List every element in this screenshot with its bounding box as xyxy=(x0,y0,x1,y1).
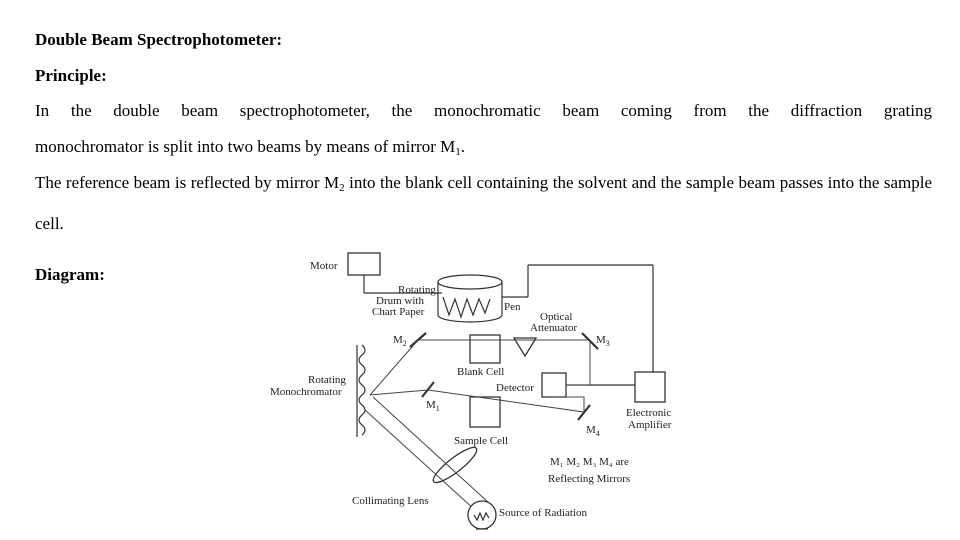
detector-label: Detector xyxy=(496,382,534,394)
mirrors-note-2: Reflecting Mirrors xyxy=(548,473,630,485)
paragraph-1-line-1: In the double beam spectrophotometer, th… xyxy=(35,101,932,120)
principle-paragraph-2: The reference beam is reflected by mirro… xyxy=(35,165,932,242)
document-title: Double Beam Spectrophotometer: xyxy=(35,30,283,49)
mirror-m1 xyxy=(421,381,435,398)
lens-label: Collimating Lens xyxy=(352,495,429,507)
blank-cell xyxy=(469,334,501,364)
drum-label-2: Drum with xyxy=(376,295,424,307)
monochromator-label-2: Monochromator xyxy=(270,386,342,398)
beam-paths xyxy=(369,339,591,413)
sample-cell-label: Sample Cell xyxy=(454,435,508,447)
monochromator-label-1: Rotating xyxy=(308,374,346,386)
drum-label-1: Rotating xyxy=(398,284,436,296)
rotating-drum xyxy=(437,274,503,323)
motor-label: Motor xyxy=(310,260,338,272)
diagram-heading: Diagram: xyxy=(35,265,105,284)
motor-box xyxy=(347,252,381,276)
mirror-subscript-2: 2 xyxy=(339,182,345,194)
paragraph-1-line-2: monochromator is split into two beams by… xyxy=(35,129,932,170)
optical-label-1: Optical xyxy=(540,311,572,323)
drum-label-3: Chart Paper xyxy=(372,306,425,318)
principle-paragraph-1: In the double beam spectrophotometer, th… xyxy=(35,93,932,170)
optical-attenuator xyxy=(512,337,538,358)
paragraph-2-text-end: into the blank cell containing the solve… xyxy=(35,173,932,233)
optical-label-2: Attenuator xyxy=(530,322,577,334)
detector-box xyxy=(541,372,567,398)
monochromator-grating xyxy=(358,344,366,436)
paragraph-2-text: The reference beam is reflected by mirro… xyxy=(35,173,340,192)
paragraph-1-text: monochromator is split into two beams by… xyxy=(35,137,456,156)
m2-label: M2 xyxy=(393,334,407,348)
mirrors-note-1: M₁ M₂ M₃ M₄ are xyxy=(550,456,629,468)
sample-cell xyxy=(469,396,501,428)
m1-label: M1 xyxy=(426,399,440,413)
amplifier-label-2: Amplifier xyxy=(628,419,672,431)
paragraph-1-end: . xyxy=(460,137,465,156)
m4-label: M4 xyxy=(586,424,600,438)
principle-heading: Principle: xyxy=(35,66,107,85)
blank-cell-label: Blank Cell xyxy=(457,366,504,378)
spectrophotometer-diagram: Motor Rotating Drum with Chart Paper Pen… xyxy=(270,252,672,530)
mirror-subscript: 1 xyxy=(455,146,461,158)
m3-label: M3 xyxy=(596,334,610,348)
amplifier-box xyxy=(634,371,666,403)
lens-beam-right xyxy=(372,396,490,504)
lens-beam-left xyxy=(364,409,476,511)
collimating-lens xyxy=(432,446,478,484)
pen-label: Pen xyxy=(504,301,521,313)
radiation-source-bulb-icon xyxy=(467,500,497,530)
amplifier-label-1: Electronic xyxy=(626,407,671,419)
source-label: Source of Radiation xyxy=(499,507,587,519)
